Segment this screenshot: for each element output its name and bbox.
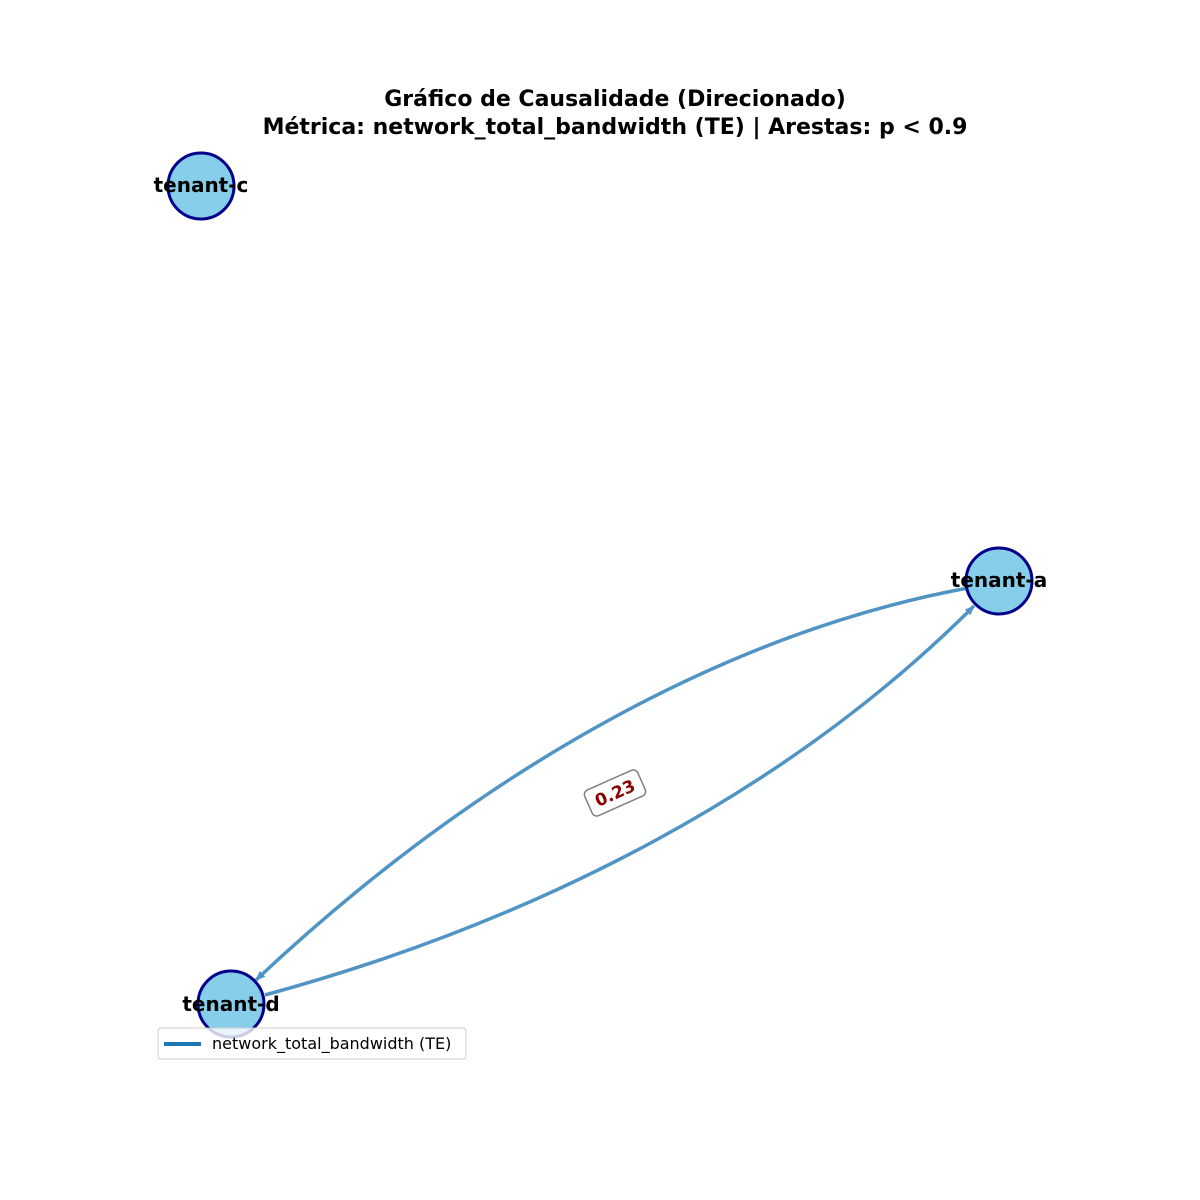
node-circle-tenant-a: [964, 546, 1034, 616]
chart-title-line-1: Gráfico de Causalidade (Direcionado): [384, 87, 846, 112]
legend-label: network_total_bandwidth (TE): [212, 1034, 451, 1054]
node-tenant-c: tenant-c: [154, 151, 249, 221]
edges-layer: [254, 586, 976, 997]
edge-weight-label: 0.23: [583, 769, 647, 817]
chart-title-line-2: Métrica: network_total_bandwidth (TE) | …: [263, 115, 968, 140]
node-tenant-d: tenant-d: [182, 969, 280, 1039]
node-label-tenant-c: tenant-c: [154, 173, 249, 197]
legend-box: [157, 1027, 467, 1060]
legend: network_total_bandwidth (TE): [157, 1027, 467, 1060]
node-circle-tenant-c: [166, 151, 236, 221]
edge-weight-box: [583, 769, 647, 817]
node-tenant-a: tenant-a: [951, 546, 1047, 616]
edge-tenant-a-to-tenant-d: [254, 586, 969, 982]
node-label-tenant-a: tenant-a: [951, 568, 1047, 592]
edge-tenant-d-to-tenant-a: [264, 604, 976, 997]
node-label-tenant-d: tenant-d: [182, 992, 279, 1016]
